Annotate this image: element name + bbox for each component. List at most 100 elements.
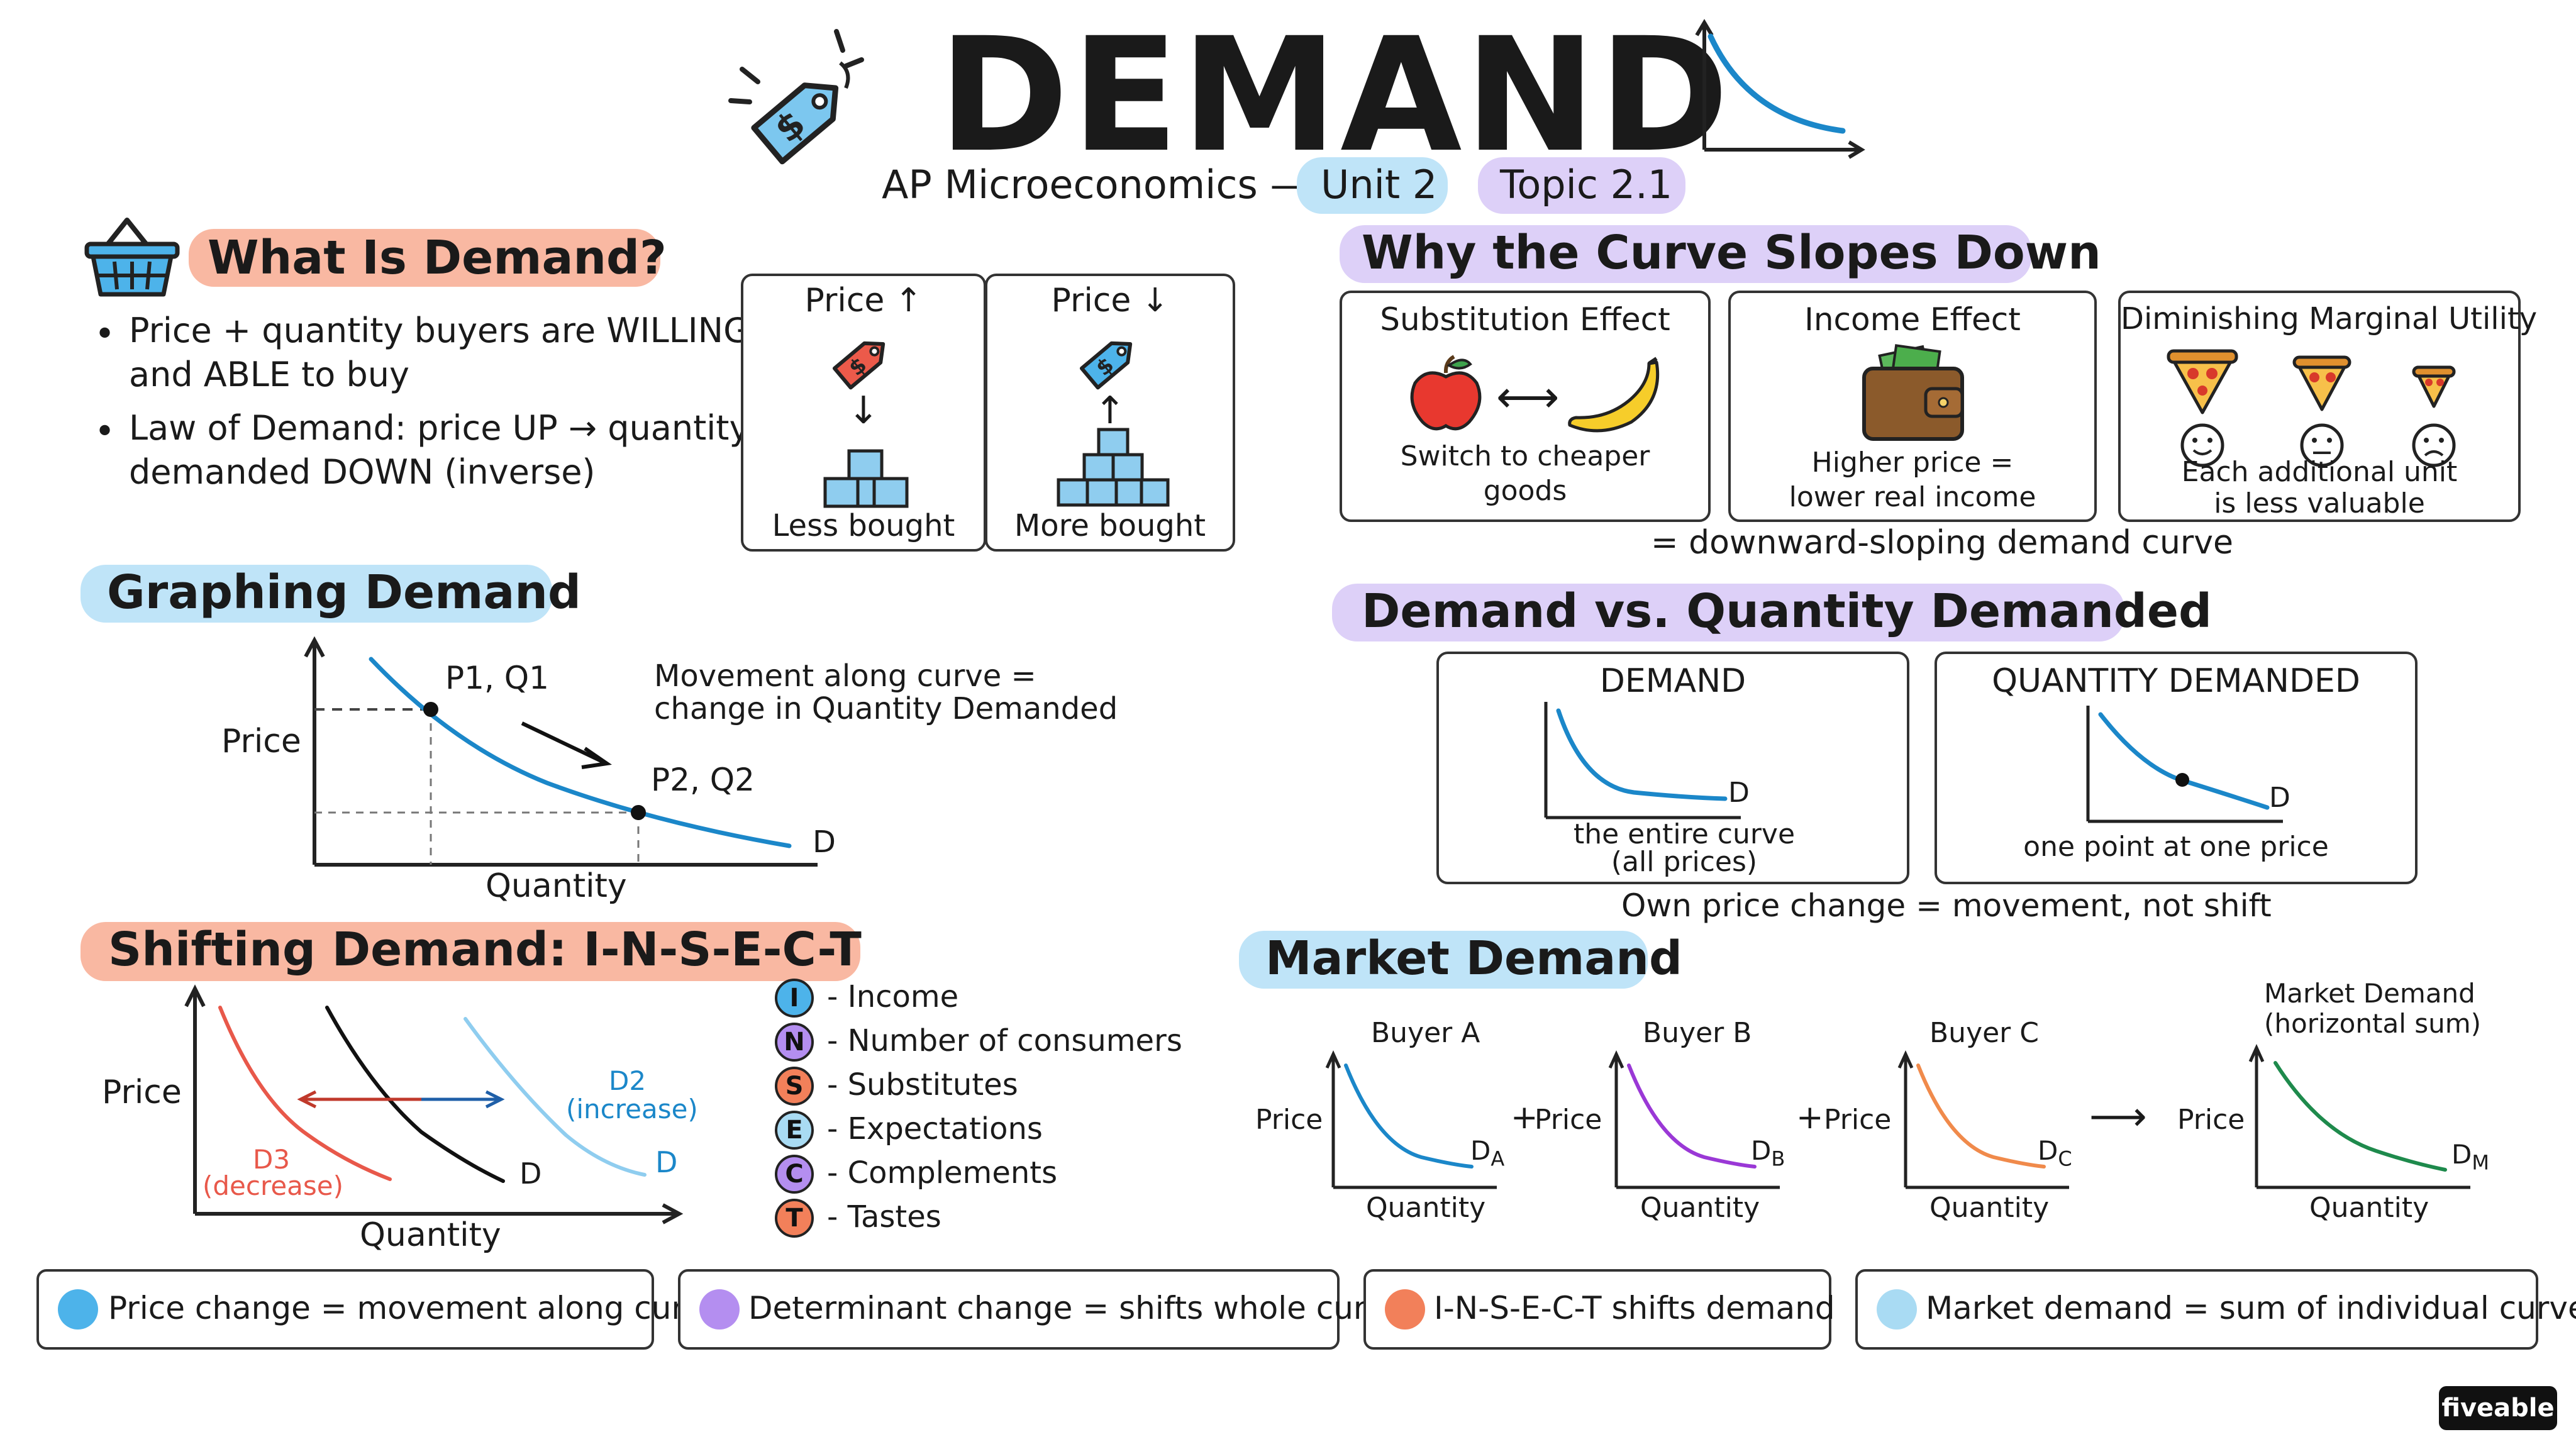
plus-sign-1: + — [1511, 1099, 1538, 1136]
d3-label-line-2: (decrease) — [203, 1170, 344, 1201]
market-curve-sub: M — [2472, 1150, 2489, 1175]
insect-text-complements: - Complements — [827, 1155, 1058, 1191]
bullet-1-line-2: and ABLE to buy — [129, 355, 409, 394]
unit-badge-bg — [1297, 157, 1448, 214]
bullet-dot: • — [94, 411, 116, 452]
graphing-demand-graph — [304, 636, 818, 867]
qd-card-curve-label: D — [2269, 782, 2290, 814]
d2-label-line-1: D2 — [609, 1065, 647, 1096]
bullet-2-line-1: Law of Demand: price UP → quantity — [129, 408, 750, 448]
wallet-icon — [1862, 344, 1964, 441]
demand-vs-qd-heading: Demand vs. Quantity Demanded — [1362, 584, 2212, 638]
d2-label-line-2: (increase) — [566, 1094, 698, 1124]
large-stack-blocks-icon — [1057, 428, 1170, 507]
legend-purple-dot — [699, 1289, 740, 1330]
substitution-effect-caption-line-2: goods — [1483, 475, 1567, 507]
substitution-effect-card: Substitution Effect ⟷ Switch to cheaper … — [1340, 291, 1711, 522]
market-graph-title-line-1: Market Demand — [2264, 978, 2475, 1009]
qd-card-caption: one point at one price — [2023, 831, 2329, 863]
graphing-demand-curve-label: D — [813, 824, 836, 860]
market-demand-graph — [2248, 1043, 2470, 1189]
demand-vs-qd-footer: Own price change = movement, not shift — [1621, 887, 2272, 924]
buyer-a-title: Buyer A — [1371, 1017, 1480, 1049]
insect-letter-s: S — [775, 1067, 814, 1106]
dmu-caption-line-1: Each additional unit — [2181, 456, 2458, 488]
buyer-a-curve: D — [1470, 1135, 1491, 1166]
apple-icon — [1410, 355, 1482, 431]
quantity-demanded-card: QUANTITY DEMANDED D one point at one pri… — [1935, 652, 2418, 884]
insect-letter-e: E — [775, 1111, 814, 1150]
legend-orange-dot — [1385, 1289, 1425, 1330]
buyer-b-curve: D — [1751, 1135, 1772, 1166]
bullet-dot: • — [94, 314, 116, 355]
insect-text-expectations: - Expectations — [827, 1111, 1043, 1146]
bullet-1-line-1: Price + quantity buyers are WILLING — [129, 311, 750, 350]
movement-note-line-2: change in Quantity Demanded — [654, 691, 1118, 726]
pizza-slices-icon — [2167, 349, 2456, 467]
substitution-effect-caption-line-1: Switch to cheaper — [1400, 440, 1650, 472]
buyer-c-curve-sub: C — [2058, 1146, 2072, 1171]
page-title: DEMAND — [938, 4, 1732, 187]
legend-price-change-text: Price change = movement along curve — [108, 1290, 723, 1326]
market-arrow-icon: ⟶ — [2089, 1094, 2147, 1140]
small-stack-blocks-icon — [823, 449, 909, 508]
buyer-a-curve-sub: A — [1491, 1146, 1505, 1171]
graphing-demand-heading: Graphing Demand — [107, 565, 581, 619]
dmu-caption-line-2: is less valuable — [2214, 487, 2425, 519]
buyer-b-graph — [1608, 1050, 1780, 1189]
legend-market-demand-text: Market demand = sum of individual curves — [1926, 1290, 2576, 1326]
buyer-a-graph — [1325, 1050, 1497, 1189]
price-up-arrow: ↓ — [847, 389, 880, 433]
legend-blue-dot — [58, 1289, 98, 1330]
qd-card-title: QUANTITY DEMANDED — [1992, 662, 2360, 700]
plus-sign-2: + — [1796, 1099, 1824, 1136]
buyer-b-y-label: Price — [1535, 1104, 1602, 1136]
buyer-a-y-label: Price — [1255, 1104, 1323, 1136]
insect-text-tastes: - Tastes — [827, 1199, 941, 1235]
price-down-arrow: ↑ — [1094, 389, 1126, 433]
shifting-demand-highlight — [80, 922, 860, 981]
market-curve-label: DM — [2451, 1139, 2489, 1175]
legend-insect-text: I-N-S-E-C-T shifts demand — [1434, 1290, 1835, 1326]
d2-curve-label: D — [655, 1145, 678, 1179]
insect-text-income: - Income — [827, 979, 959, 1014]
buyer-a-curve-label: DA — [1470, 1135, 1505, 1171]
d3-label-line-1: D3 — [253, 1144, 291, 1175]
demand-card: DEMAND D the entire curve (all prices) — [1436, 652, 1909, 884]
price-down-caption: More bought — [1014, 508, 1206, 543]
topic-badge: Topic 2.1 — [1500, 162, 1673, 208]
point-2-label: P2, Q2 — [651, 762, 755, 798]
shifting-y-label: Price — [102, 1074, 182, 1111]
buyer-b-curve-sub: B — [1771, 1146, 1785, 1171]
subtitle-course: AP Microeconomics — — [882, 162, 1309, 208]
unit-badge: Unit 2 — [1321, 162, 1438, 208]
d-label: D — [519, 1157, 542, 1191]
buyer-b-x-label: Quantity — [1640, 1192, 1760, 1224]
price-up-card: Price ↑ $ ↓ Less bought — [741, 274, 986, 552]
graphing-demand-y-label: Price — [221, 723, 301, 760]
topic-badge-bg — [1478, 157, 1685, 214]
legend-light-blue-dot — [1877, 1289, 1917, 1330]
legend-market-demand: Market demand = sum of individual curves — [1855, 1269, 2576, 1350]
swap-arrow-icon: ⟷ — [1496, 371, 1560, 423]
market-demand-highlight — [1239, 931, 1648, 989]
bullet-2-line-2: demanded DOWN (inverse) — [129, 452, 596, 492]
brand-logo-text: fiveable — [2441, 1394, 2555, 1423]
shifting-demand-heading: Shifting Demand: I-N-S-E-C-T — [108, 923, 862, 977]
buyer-c-title: Buyer C — [1929, 1017, 2039, 1049]
price-down-card: Price ↓ $ ↑ More bought — [985, 274, 1235, 552]
legend-price-change: Price change = movement along curve — [36, 1269, 722, 1350]
brand-logo: fiveable — [2439, 1386, 2557, 1430]
insect-text-number: - Number of consumers — [827, 1023, 1182, 1058]
market-y-label: Price — [2177, 1104, 2245, 1136]
movement-note-line-1: Movement along curve = — [654, 658, 1036, 694]
market-x-label: Quantity — [2309, 1192, 2429, 1224]
income-effect-card: Income Effect Higher price = lower real … — [1728, 291, 2097, 522]
why-slopes-down-heading: Why the Curve Slopes Down — [1362, 226, 2101, 280]
buyer-c-y-label: Price — [1824, 1104, 1892, 1136]
buyer-c-x-label: Quantity — [1929, 1192, 2050, 1224]
demand-card-caption-line-2: (all prices) — [1611, 846, 1758, 878]
insect-text-substitutes: - Substitutes — [827, 1067, 1018, 1102]
red-price-tag-icon: $ — [832, 341, 886, 390]
point-1-label: P1, Q1 — [445, 660, 549, 696]
